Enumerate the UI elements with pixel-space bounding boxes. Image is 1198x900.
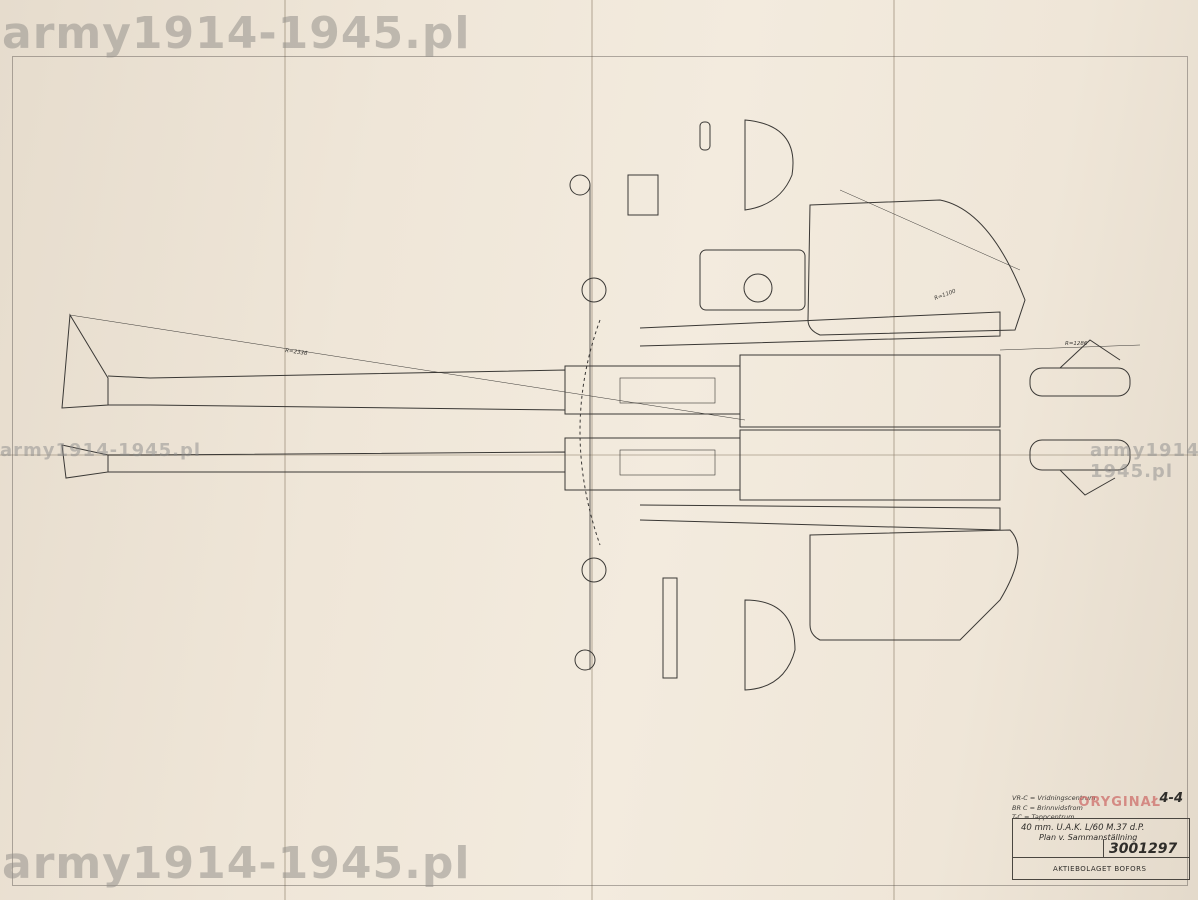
watermark-mid-right: army1914-1945.pl [1090,440,1198,482]
cradle-upper [739,354,1001,428]
dimension-shield-radius: R=1100 [934,288,958,301]
sheet-number: 4-4 [1159,791,1184,806]
watermark-top: army1914-1945.pl [2,8,471,59]
rear-tube-upper [1029,367,1131,397]
cradle-lower [739,429,1001,501]
seat-lower [744,599,796,691]
title-block: ORYGINAŁ 4-4 40 mm. U.A.K. L/60 M.37 d.P… [1012,791,1190,880]
watermark-mid-left: army1914-1945.pl [0,440,202,461]
dimension-barrel-radius: R=2336 [285,348,309,357]
legend-line: T-C = Tappcentrum [1012,813,1075,821]
receiver-upper [564,365,741,415]
drawing-subtitle: Plan v. Sammanställning [1039,833,1138,842]
frame-rail-lower [639,504,1001,531]
crank-upper [627,174,659,216]
divider [1103,839,1104,857]
fold-line [284,0,286,900]
legend-line: BR C = Brinnvidsfrom [1012,803,1083,812]
rear-tube-lower [1029,439,1131,471]
frame-rail-upper [639,311,1001,347]
shield-upper [807,199,1026,336]
flash-hider-upper [61,313,109,409]
legend: VR-C = Vridningscentrum BR C = Brinnvids… [1012,794,1095,823]
crank-lower [662,577,678,679]
original-stamp: ORYGINAŁ [1078,795,1161,810]
barrel-upper [107,369,566,411]
drawing-number: 3001297 [1109,841,1178,857]
receiver-lower [564,437,741,491]
legend-line: VR-C = Vridningscentrum [1012,794,1096,802]
gearbox [699,249,806,311]
company-name: AKTIEBOLAGET BOFORS [1053,865,1147,873]
fold-line [0,454,1198,456]
seat-upper [744,119,794,211]
drawing-title: 40 mm. U.A.K. L/60 M.37 d.P. [1021,823,1145,833]
fold-line [893,0,895,900]
fold-line [591,0,593,900]
dimension-rear-radius: R=1286 [1065,341,1088,347]
watermark-bottom: army1914-1945.pl [2,838,471,889]
traverse-ring [579,319,601,546]
shield-lower [809,529,1019,641]
divider [1013,857,1189,858]
drawing-border [12,56,1188,886]
